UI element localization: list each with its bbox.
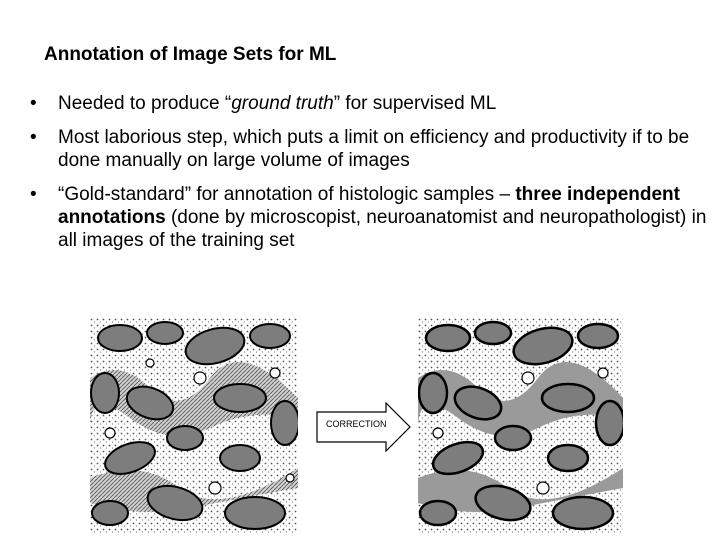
- bullet-text: Most laborious step, which puts a limit …: [58, 127, 690, 171]
- bullet-text-strong: three independent annotations: [58, 184, 680, 228]
- correction-arrow: [316, 402, 411, 452]
- bullet-item: • “Gold-standard” for annotation of hist…: [30, 183, 710, 252]
- corrected-annotation-image: [418, 318, 623, 533]
- original-micrograph-image: [90, 318, 298, 533]
- bullet-dot: •: [30, 127, 37, 148]
- bullet-text-emphasis: ground truth: [231, 93, 334, 114]
- bullet-text-post: (done by microscopist, neuroanatomist an…: [58, 207, 707, 251]
- slide-title: Annotation of Image Sets for ML: [44, 44, 337, 65]
- bullet-dot: •: [30, 184, 37, 205]
- bullet-text-pre: Needed to produce “: [58, 93, 232, 114]
- bullet-text-post: ” for supervised ML: [333, 93, 497, 114]
- bullet-item: • Most laborious step, which puts a limi…: [30, 126, 710, 172]
- bullet-item: • Needed to produce “ground truth” for s…: [30, 92, 710, 115]
- bullet-list: • Needed to produce “ground truth” for s…: [30, 92, 710, 263]
- bullet-text-pre: “Gold-standard” for annotation of histol…: [58, 184, 516, 205]
- bullet-dot: •: [30, 93, 37, 114]
- correction-label: CORRECTION: [326, 419, 387, 429]
